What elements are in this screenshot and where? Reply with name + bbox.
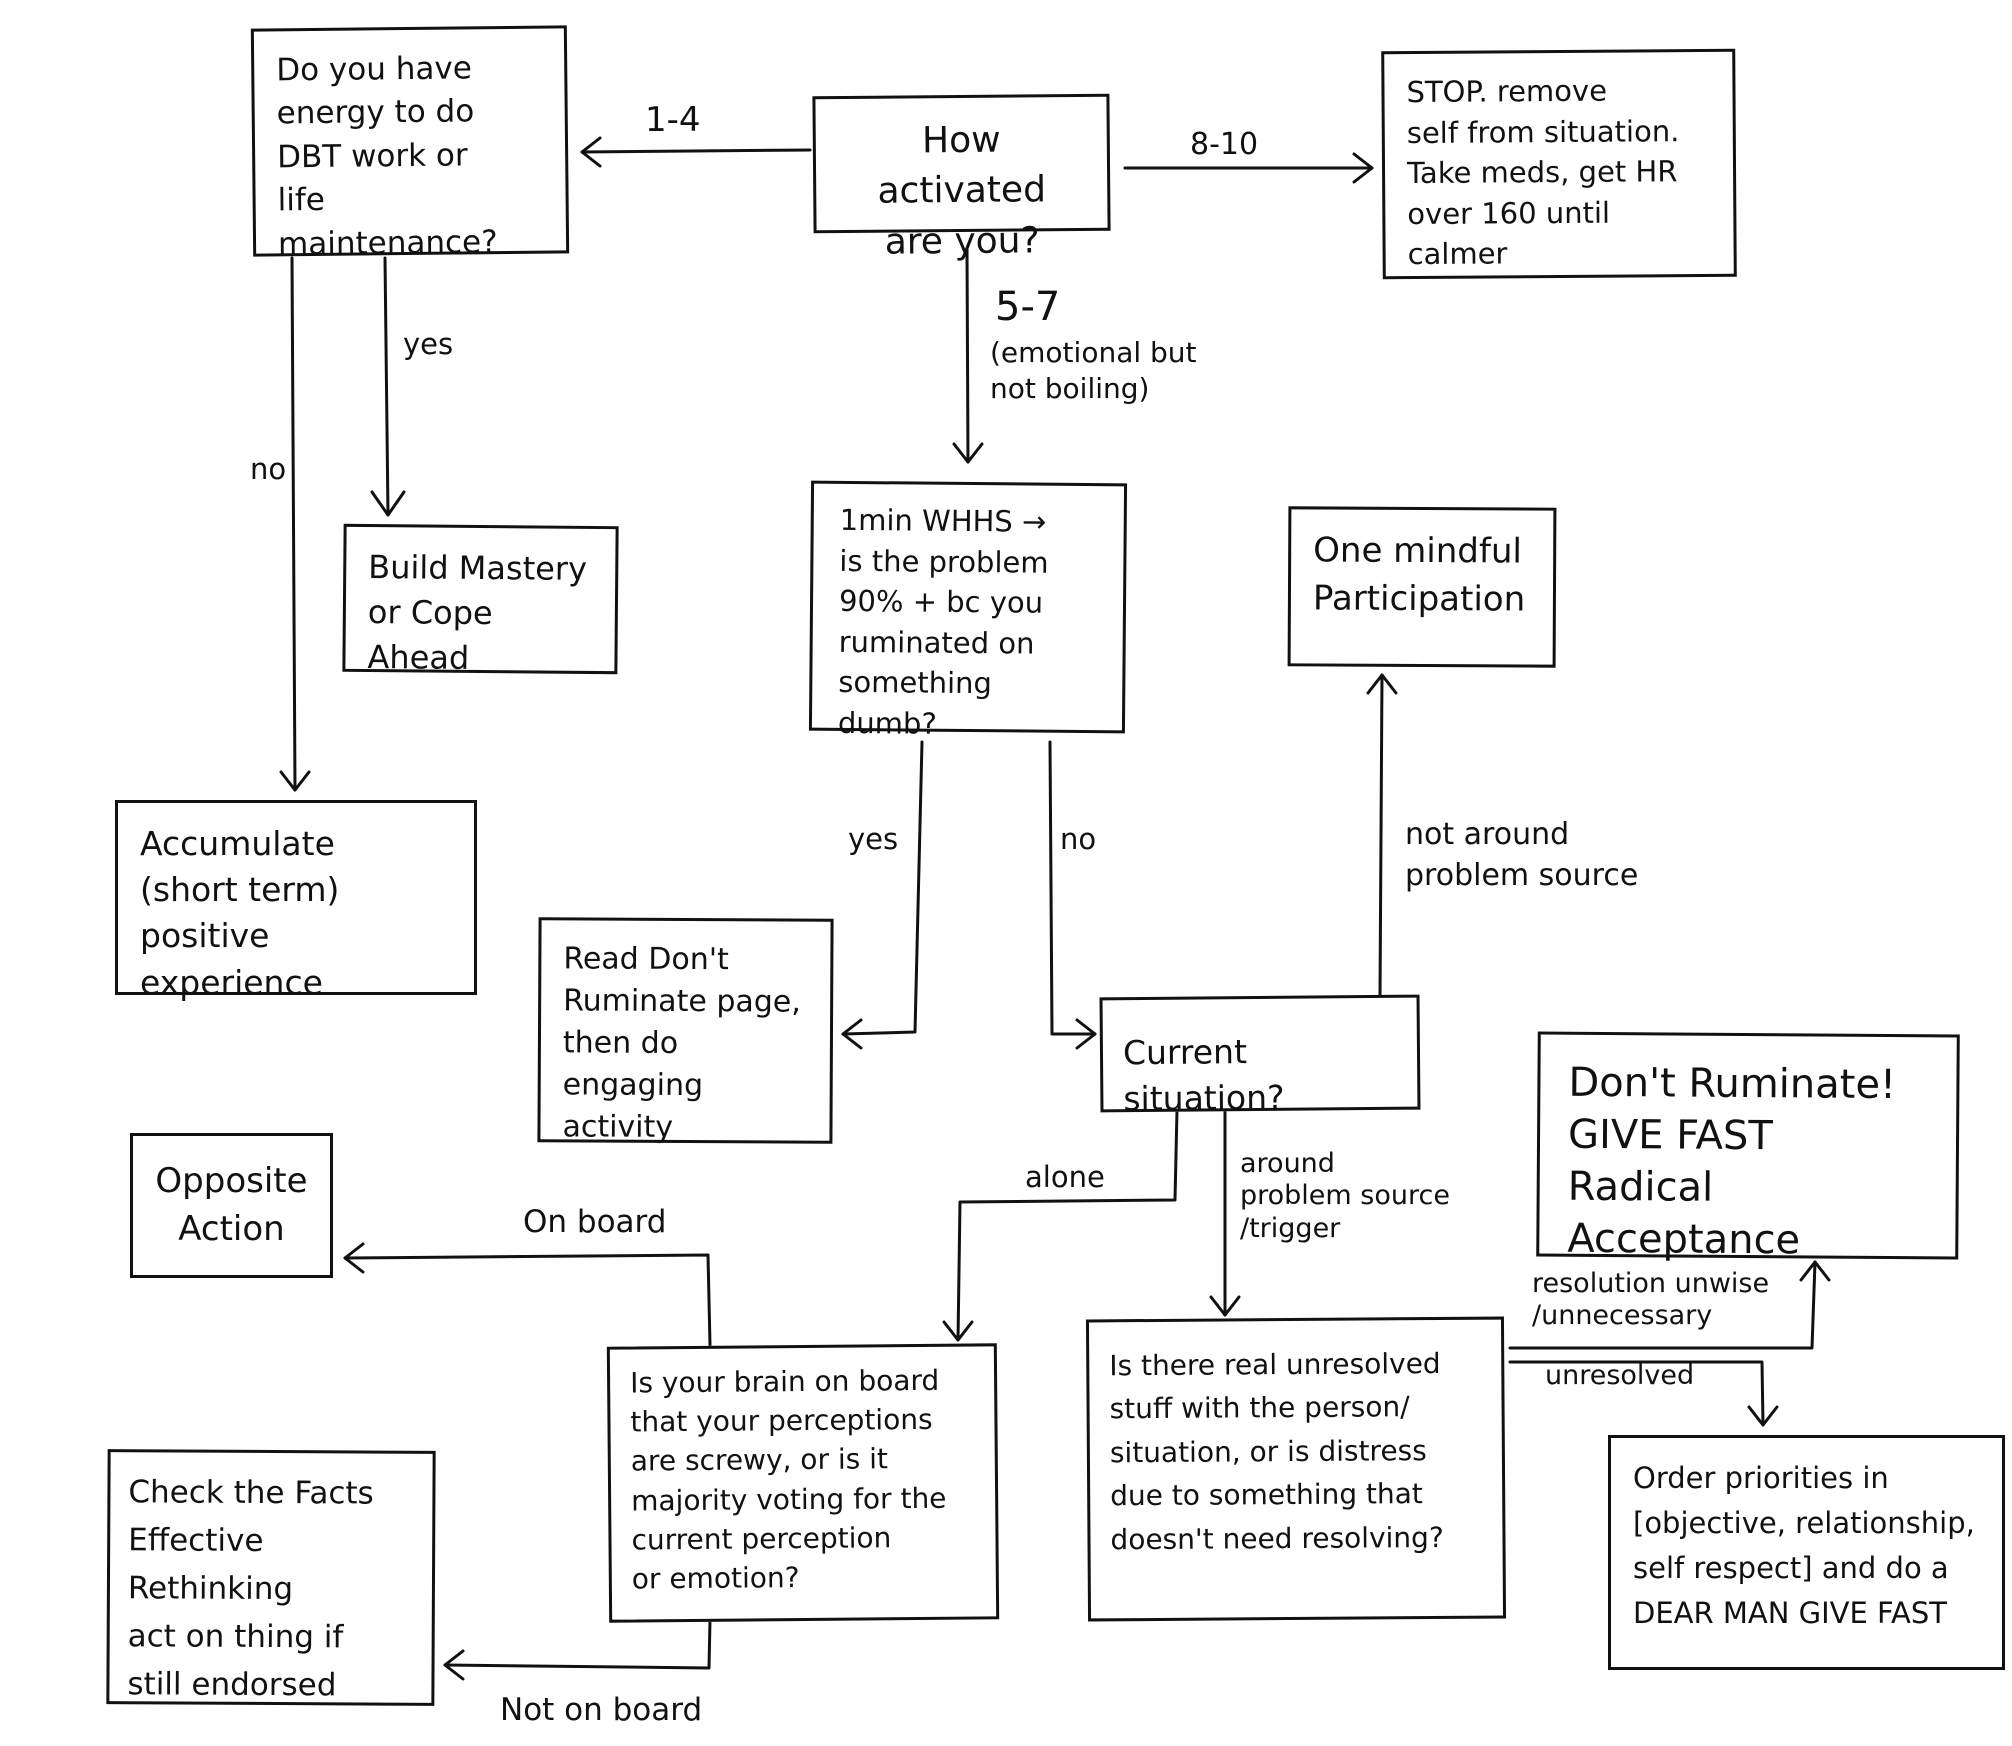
arrowhead-current xyxy=(1075,1018,1097,1050)
arrow-activated-to-whhs xyxy=(965,248,970,464)
label-alone: alone xyxy=(1025,1160,1105,1194)
label-range-1-4: 1-4 xyxy=(645,100,701,140)
arrowhead-stop xyxy=(1352,152,1374,184)
arrow-brain-to-opposite xyxy=(343,1253,712,1347)
accumulate-positive-box: Accumulate (short term) positive experie… xyxy=(115,800,477,1002)
check-the-facts-box: Check the Facts Effective Rethinking act… xyxy=(106,1449,436,1706)
label-range-8-10: 8-10 xyxy=(1190,127,1259,162)
arrowhead-check xyxy=(443,1649,465,1681)
arrowhead-whhs xyxy=(952,442,984,464)
activation-question-box: How activated are you? xyxy=(812,93,1111,262)
arrow-current-to-brain xyxy=(956,1108,1179,1342)
label-whhs-yes: yes xyxy=(848,822,899,856)
label-around-problem-source: around problem source /trigger xyxy=(1240,1148,1450,1244)
arrowhead-mastery xyxy=(370,490,406,517)
label-not-on-board: Not on board xyxy=(500,1692,703,1728)
opposite-action-box: Opposite Action xyxy=(130,1133,333,1278)
mindful-participation-box: One mindful Participation xyxy=(1287,506,1557,668)
arrow-whhs-to-current xyxy=(1048,740,1097,1036)
arrow-unresolved-to-dont-ruminate xyxy=(1508,1260,1817,1350)
dont-ruminate-give-fast-box: Don't Ruminate! GIVE FAST Radical Accept… xyxy=(1536,1031,1960,1263)
arrowhead-dont-ruminate xyxy=(1799,1260,1831,1282)
order-priorities-box: Order priorities in [objective, relation… xyxy=(1608,1435,2005,1670)
energy-question-box: Do you have energy to do DBT work or lif… xyxy=(250,25,570,262)
whhs-question-box: 1min WHHS → is the problem 90% + bc you … xyxy=(808,480,1128,741)
arrowhead-opposite xyxy=(343,1242,365,1274)
arrow-current-to-mindful xyxy=(1378,673,1384,998)
build-mastery-box: Build Mastery or Cope Ahead xyxy=(342,523,619,676)
stop-box: STOP. remove self from situation. Take m… xyxy=(1381,48,1737,280)
label-on-board: On board xyxy=(523,1204,667,1240)
label-unresolved: unresolved xyxy=(1545,1360,1695,1391)
arrow-brain-to-check xyxy=(443,1618,712,1670)
arrow-unresolved-to-order xyxy=(1508,1360,1765,1427)
label-not-around-problem-source: not around problem source xyxy=(1405,817,1639,893)
read-dont-ruminate-box: Read Don't Ruminate page, then do engagi… xyxy=(537,917,834,1145)
arrowhead-accumulate xyxy=(279,770,311,792)
label-whhs-no: no xyxy=(1060,822,1097,856)
unresolved-stuff-box: Is there real unresolved stuff with the … xyxy=(1085,1316,1507,1622)
label-energy-yes: yes xyxy=(403,327,454,361)
label-range-5-7: 5-7 xyxy=(995,284,1061,330)
current-situation-box: Current situation? xyxy=(1099,994,1421,1118)
arrow-energy-to-accumulate xyxy=(290,256,297,792)
arrowhead-mindful xyxy=(1366,673,1398,695)
label-resolution-unwise: resolution unwise /unnecessary xyxy=(1532,1268,1770,1332)
arrowhead-read xyxy=(841,1018,863,1050)
arrowhead-unresolved-q xyxy=(1209,1295,1241,1317)
arrowhead-energy xyxy=(580,136,602,168)
arrowhead-brain xyxy=(942,1320,974,1342)
brain-on-board-box: Is your brain on board that your percept… xyxy=(606,1343,1000,1623)
label-energy-no: no xyxy=(250,452,287,486)
label-emotional-not-boiling: (emotional but not boiling) xyxy=(990,336,1197,406)
arrowhead-order xyxy=(1747,1405,1779,1427)
arrow-energy-to-mastery xyxy=(383,256,390,517)
arrow-activated-to-energy xyxy=(580,148,812,154)
arrow-whhs-to-read xyxy=(841,740,924,1036)
